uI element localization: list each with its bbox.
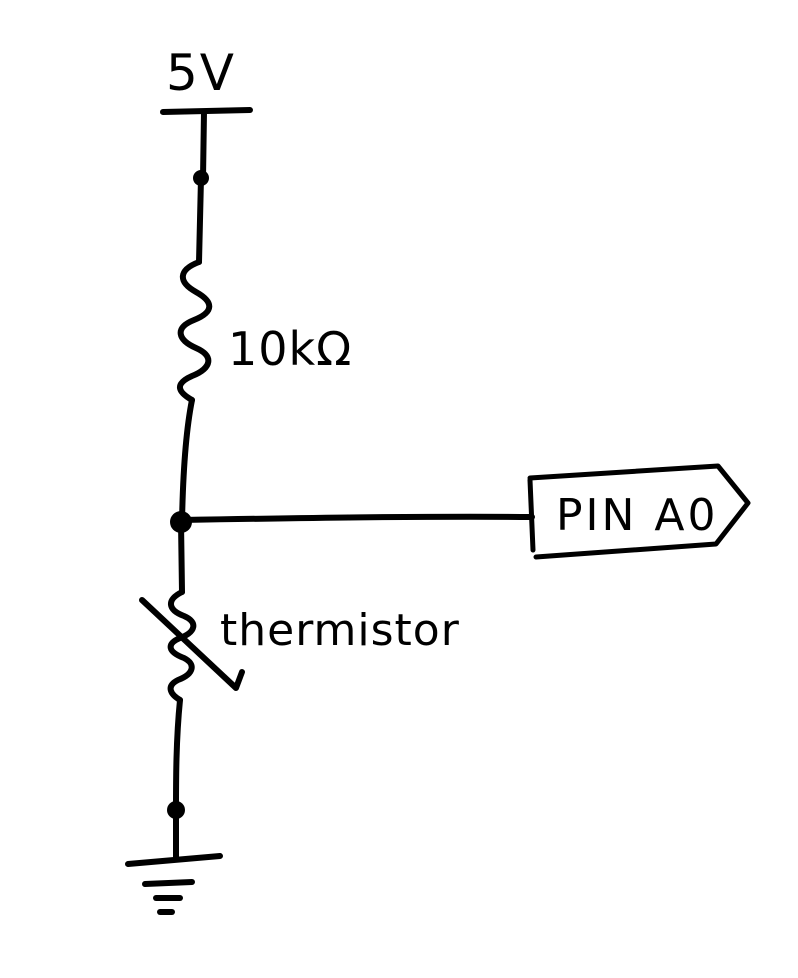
thermistor-top-wire: [178, 519, 185, 595]
thermistor-icon: [167, 589, 197, 703]
ground-line-1: [125, 853, 223, 867]
pin-a0-flag: PIN A0: [527, 463, 751, 560]
pin-flag-outline: [527, 463, 751, 560]
resistor-icon: [177, 259, 213, 403]
pin-label: PIN A0: [556, 490, 719, 541]
supply-symbol: 5V: [160, 44, 253, 115]
resistor-top-wire: [196, 175, 204, 265]
resistor-bottom-wire: [179, 397, 195, 525]
ground-icon: [125, 853, 223, 915]
resistor-label: 10kΩ: [228, 322, 352, 376]
supply-label: 5V: [166, 44, 236, 102]
ground-wire: [173, 697, 183, 813]
thermistor-label: thermistor: [220, 605, 460, 656]
thermistor-slash-icon: [139, 597, 245, 691]
output-wire: [178, 513, 535, 523]
supply-wire: [200, 109, 207, 181]
ground-line-2: [142, 879, 195, 887]
